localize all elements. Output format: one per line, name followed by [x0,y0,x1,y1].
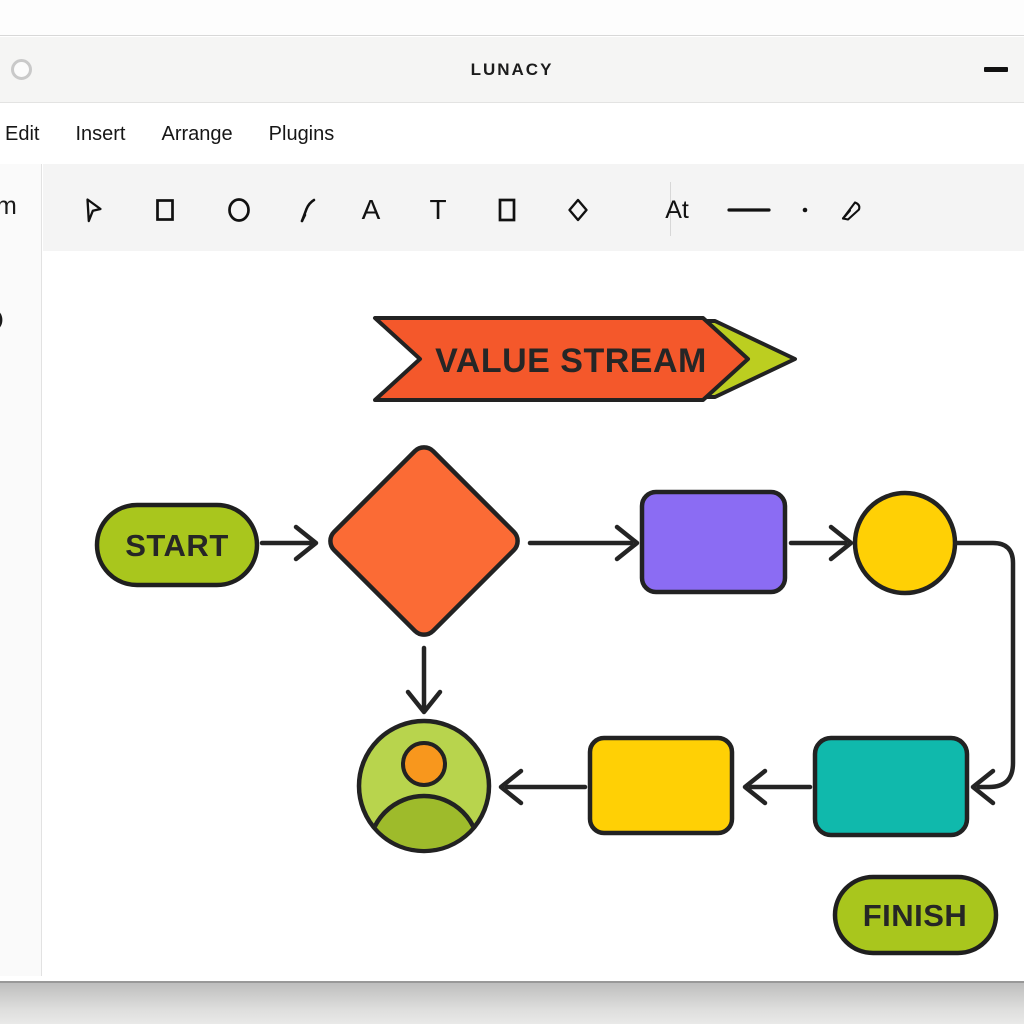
decision-diamond-node[interactable] [325,442,523,640]
ellipse-tool-button[interactable] [217,187,261,233]
edge-start-to-decision[interactable] [259,524,319,562]
avatar-head [401,741,447,787]
edge-circle-to-teal[interactable] [953,540,1016,806]
rectangle-icon [156,199,174,221]
line-icon [727,208,771,212]
line-tool-button[interactable] [723,187,775,233]
window-control-circle[interactable] [11,59,32,80]
pen-tool-button[interactable] [285,187,329,233]
flowchart: VALUE STREAM START [94,316,1016,956]
partial-tool-icon[interactable]: m [0,192,17,221]
minimize-button[interactable] [984,67,1008,72]
attach-icon: At [665,195,689,224]
diamond-tool-button[interactable] [556,187,600,233]
edge-decision-to-purple[interactable] [527,524,640,562]
banner-orange-arrow [373,316,750,402]
partial-pen-tool-icon[interactable] [0,372,13,402]
letter-t-icon: T [429,194,447,225]
purple-process-node[interactable] [639,489,788,595]
ink-pen-icon [841,201,861,221]
text-t-tool-button[interactable]: T [416,187,460,233]
partial-arc-tool-icon[interactable] [0,513,13,543]
design-canvas[interactable]: VALUE STREAM START [43,251,1024,980]
start-label: START [125,528,229,563]
titlebar: LUNACY [0,37,1024,103]
frame-tool-button[interactable] [485,187,529,233]
finish-node[interactable]: FINISH [832,874,999,956]
select-tool-button[interactable] [71,187,115,233]
menu-plugins[interactable]: Plugins [268,122,335,145]
dot-icon [802,207,808,213]
avatar-body [366,793,482,849]
cursor-icon [86,198,102,223]
left-toolbar-rail: m [0,164,42,976]
teal-process-node[interactable] [812,735,970,838]
dot-tool-button[interactable] [783,187,827,233]
toolbar-divider [670,182,671,236]
menubar: Edit Insert Arrange Plugins [0,104,1024,164]
workspace: m [0,164,1024,981]
finish-label: FINISH [863,898,968,933]
start-node[interactable]: START [94,502,260,588]
edge-yellow-to-avatar[interactable] [498,768,588,806]
menu-arrange[interactable]: Arrange [161,122,233,145]
rectangle-tool-button[interactable] [143,187,187,233]
ink-pen-tool-button[interactable] [829,187,873,233]
partial-frame-tool-icon[interactable] [0,441,13,471]
shape-toolbar: A T At [43,164,1024,251]
menu-insert[interactable]: Insert [75,122,126,145]
partial-dot-tool-icon[interactable] [0,578,13,608]
partial-circle-tool-icon[interactable] [0,305,13,335]
app-title: LUNACY [470,59,554,79]
edge-teal-to-yellow[interactable] [742,768,813,806]
yellow-circle-node[interactable] [852,490,958,596]
letter-a-icon: A [361,194,381,225]
edge-decision-to-avatar[interactable] [405,645,443,715]
frame-icon [498,198,516,222]
attach-tool-button[interactable]: At [655,187,699,233]
value-stream-banner[interactable]: VALUE STREAM [373,316,797,402]
text-a-tool-button[interactable]: A [349,187,393,233]
window-bottom-edge [0,981,1024,1024]
ellipse-icon [228,198,250,222]
desktop-top-strip [0,0,1024,36]
partial-arrow-tool-icon[interactable] [0,643,13,673]
edge-purple-to-circle[interactable] [788,524,854,562]
menu-edit[interactable]: Edit [5,122,40,145]
yellow-process-node[interactable] [587,735,735,836]
banner-label: VALUE STREAM [435,342,707,380]
avatar-node[interactable] [356,718,492,906]
pen-icon [300,198,316,223]
diamond-icon [568,198,588,222]
